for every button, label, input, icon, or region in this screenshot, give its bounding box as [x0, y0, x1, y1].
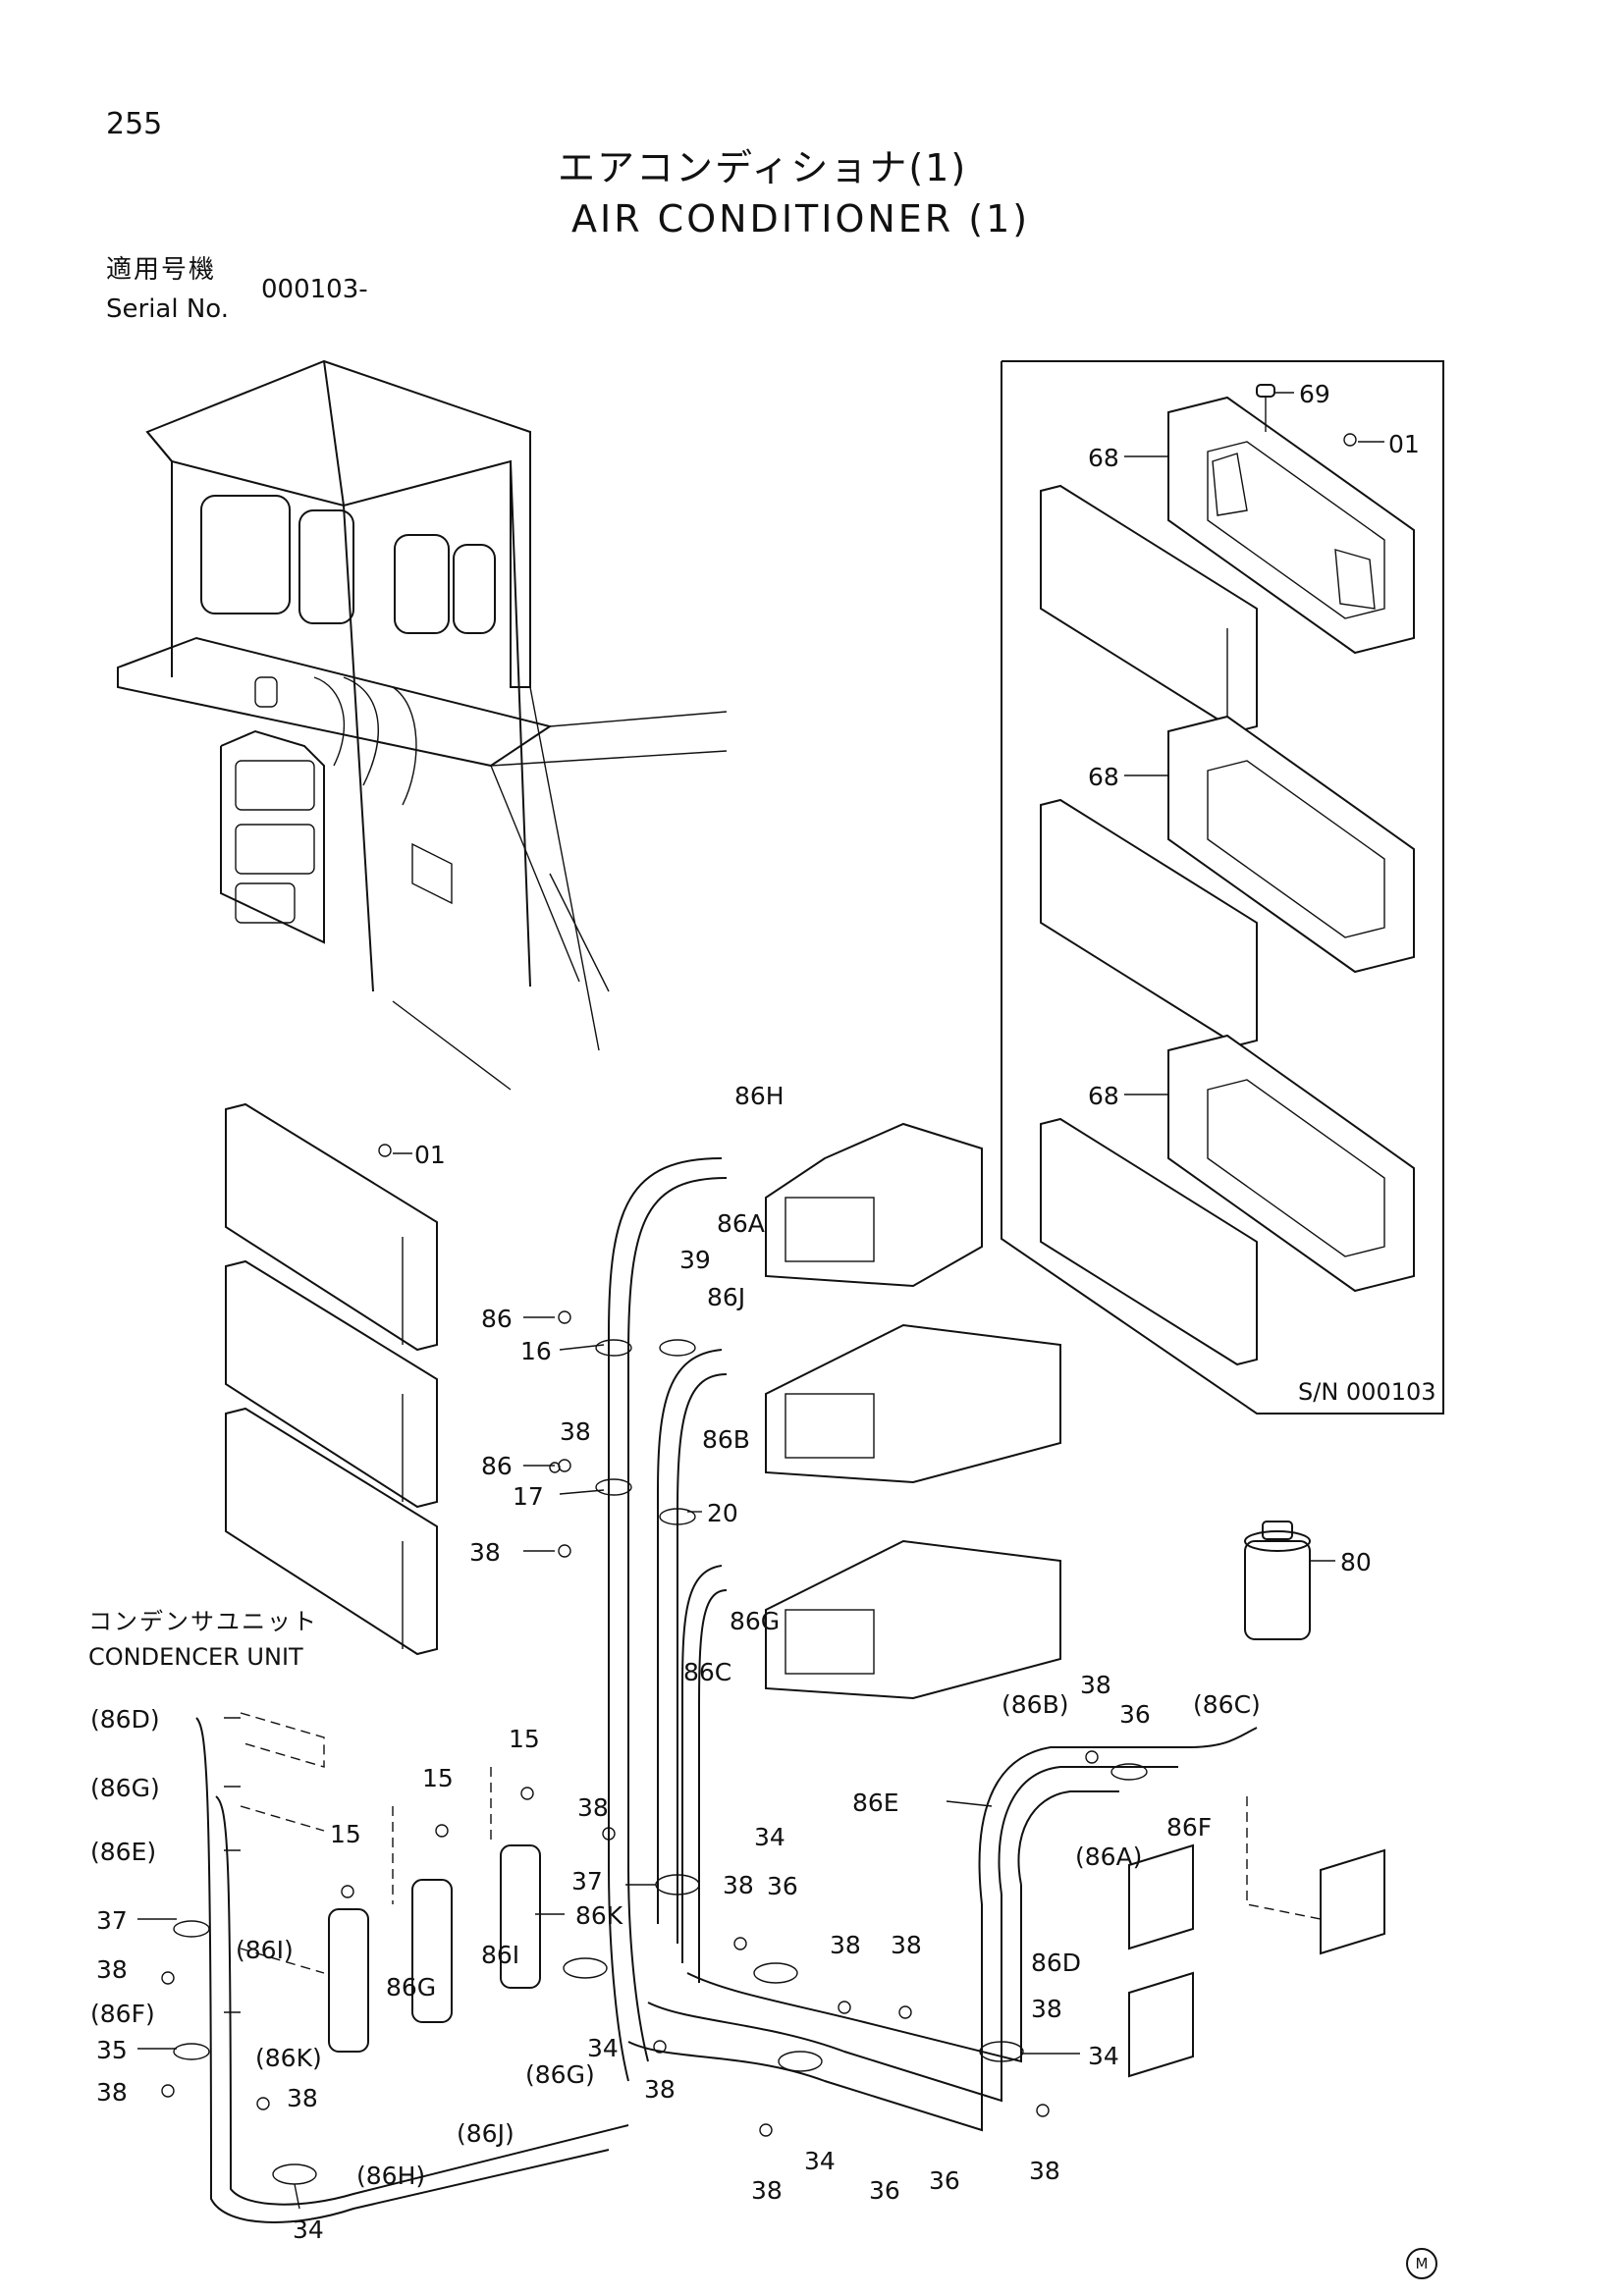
callout-86E-ref: (86E)	[90, 1838, 156, 1866]
page-title: AIR CONDITIONER (1)	[571, 197, 1031, 240]
callout-34: 34	[804, 2147, 836, 2175]
callout-38: 38	[1031, 1995, 1062, 2023]
callout-86J-ref: (86J)	[457, 2119, 514, 2148]
callout-38: 38	[96, 2078, 128, 2107]
callout-86D: 86D	[1031, 1949, 1081, 1977]
callout-86A: 86A	[717, 1209, 765, 1238]
callout-34: 34	[293, 2216, 324, 2244]
callout-38: 38	[96, 1955, 128, 1984]
callout-80: 80	[1340, 1548, 1372, 1576]
callout-15: 15	[330, 1820, 361, 1848]
leader-lines	[137, 392, 1384, 2210]
callout-37: 37	[96, 1906, 128, 1935]
m-mark-icon: M	[1406, 2248, 1437, 2279]
callout-86H: 86H	[734, 1082, 785, 1110]
condenser-panels	[225, 1102, 438, 1656]
callout-01: 01	[414, 1141, 446, 1169]
callout-86G: 86G	[386, 1973, 436, 2002]
callout-86J: 86J	[707, 1283, 745, 1311]
callout-86G: 86G	[730, 1607, 780, 1635]
callout-38: 38	[723, 1871, 754, 1899]
callout-86F-ref: (86F)	[90, 2000, 155, 2028]
callout-68: 68	[1088, 1082, 1119, 1110]
callout-38: 38	[830, 1931, 861, 1959]
callout-34: 34	[1088, 2042, 1119, 2070]
cab-overview-illustration	[117, 359, 728, 1091]
callout-38: 38	[1080, 1671, 1111, 1699]
callout-86A-ref: (86A)	[1075, 1842, 1142, 1871]
callout-86: 86	[481, 1305, 513, 1333]
condenser-unit-label: CONDENCER UNIT	[88, 1643, 303, 1671]
receiver-dryer-80	[1244, 1521, 1311, 1640]
callout-15: 15	[509, 1725, 540, 1753]
callout-17: 17	[513, 1482, 544, 1511]
callout-68: 68	[1088, 763, 1119, 791]
callout-86C: 86C	[683, 1658, 731, 1686]
serial-label-japanese: 適用号機	[106, 255, 217, 285]
bolts	[161, 433, 1357, 2137]
callout-38: 38	[1029, 2157, 1060, 2185]
callout-86I-ref: (86I)	[236, 1936, 294, 1964]
callout-36: 36	[929, 2166, 960, 2195]
callout-37: 37	[571, 1867, 603, 1896]
callout-34: 34	[587, 2034, 619, 2062]
blower-units	[765, 1122, 1061, 1700]
callout-38: 38	[287, 2084, 318, 2112]
callout-38: 38	[891, 1931, 922, 1959]
serial-label: Serial No.	[106, 294, 229, 324]
flange-plates	[1128, 1843, 1385, 2078]
filter-frame-68-top	[1040, 396, 1415, 733]
callout-86H-ref: (86H)	[356, 2162, 425, 2190]
callout-38: 38	[469, 1538, 501, 1567]
callout-86D-ref: (86D)	[90, 1705, 160, 1734]
callout-36: 36	[767, 1872, 798, 1900]
callout-86: 86	[481, 1452, 513, 1480]
filter-screw-69	[1256, 384, 1275, 432]
callout-39: 39	[679, 1246, 711, 1274]
callout-86K: 86K	[575, 1901, 623, 1930]
callout-86K-ref: (86K)	[255, 2044, 322, 2072]
inset-frame	[1001, 360, 1444, 1415]
callout-38: 38	[560, 1417, 591, 1446]
callout-35: 35	[96, 2036, 128, 2064]
condenser-components	[240, 1712, 1346, 2053]
callout-38: 38	[644, 2075, 676, 2104]
callout-15: 15	[422, 1764, 454, 1792]
callout-86C-ref: (86C)	[1193, 1690, 1261, 1719]
callout-68: 68	[1088, 444, 1119, 472]
callout-36: 36	[869, 2176, 900, 2205]
callout-86E: 86E	[852, 1789, 899, 1817]
callout-36: 36	[1119, 1700, 1151, 1729]
callout-86I: 86I	[481, 1941, 519, 1969]
callout-86B-ref: (86B)	[1001, 1690, 1068, 1719]
callout-86G-ref: (86G)	[90, 1774, 160, 1802]
callout-38: 38	[577, 1793, 609, 1822]
callout-69: 69	[1299, 380, 1330, 408]
filter-frame-68-bottom	[1040, 1034, 1415, 1366]
callout-labels: 69 01 68 68 68 01 86H 86A 39 86J 86 16 3…	[90, 380, 1420, 2244]
callout-20: 20	[707, 1499, 738, 1527]
hose-bundle	[195, 1157, 1258, 2223]
filter-frame-68-middle	[1040, 715, 1415, 1047]
page-number: 255	[106, 107, 163, 141]
condenser-unit-label-japanese: コンデンサユニット	[88, 1608, 318, 1635]
callout-38: 38	[751, 2176, 783, 2205]
callout-86B: 86B	[702, 1425, 750, 1454]
inset-serial-label: S/N 000103	[1298, 1378, 1436, 1406]
page-title-japanese: エアコンディショナ(1)	[558, 146, 968, 189]
serial-value: 000103-	[261, 275, 368, 304]
callout-86G-ref: (86G)	[525, 2060, 595, 2089]
callout-16: 16	[520, 1337, 552, 1365]
callout-01: 01	[1388, 430, 1420, 458]
callout-34: 34	[754, 1823, 785, 1851]
callout-86F: 86F	[1166, 1813, 1212, 1842]
